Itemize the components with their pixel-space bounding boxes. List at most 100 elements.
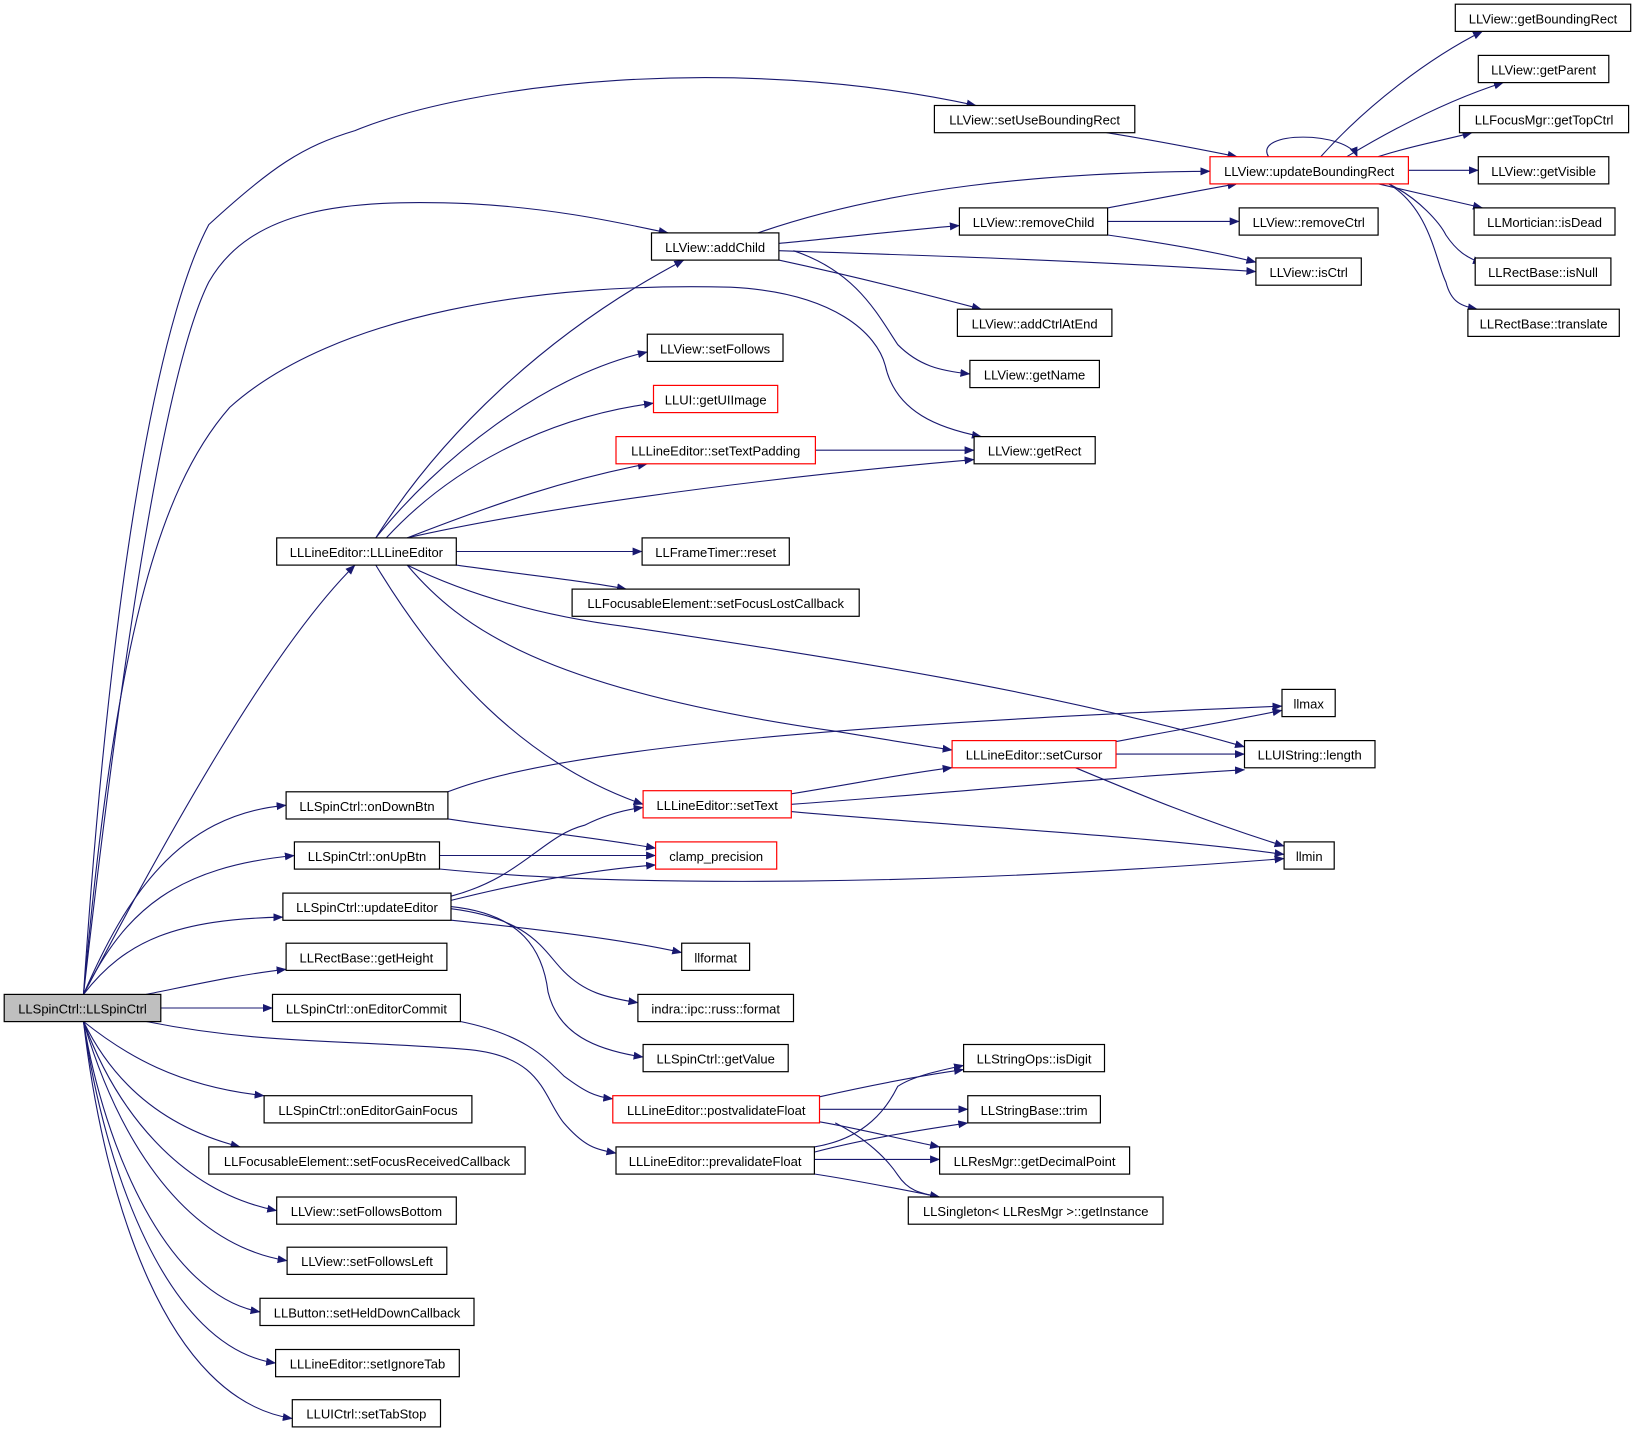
node-getValue[interactable]: LLSpinCtrl::getValue [642, 1043, 789, 1073]
node-label: LLResMgr::getDecimalPoint [954, 1154, 1116, 1169]
node-getBoundingRect[interactable]: LLView::getBoundingRect [1454, 3, 1632, 33]
node-onEditorGainFocus[interactable]: LLSpinCtrl::onEditorGainFocus [263, 1095, 473, 1124]
node-translate[interactable]: LLRectBase::translate [1467, 308, 1620, 338]
edge-updateEditor-to-getValue [450, 906, 644, 1060]
node-box [938, 1146, 1131, 1175]
node-addChild[interactable]: LLView::addChild [650, 232, 780, 261]
node-postvalidateFloat[interactable]: LLLineEditor::postvalidateFloat [612, 1095, 821, 1124]
node-isNull[interactable]: LLRectBase::isNull [1474, 257, 1612, 286]
node-label: LLButton::setHeldDownCallback [274, 1305, 461, 1320]
edge-updateEditor-to-setText [450, 804, 644, 897]
edge-updateBoundingRect-to-getTopCtrl [1377, 131, 1473, 158]
edge-addChild-to-updateBoundingRect [757, 167, 1211, 234]
node-label: LLStringBase::trim [981, 1103, 1088, 1118]
node-clampPrecision[interactable]: clamp_precision [654, 841, 778, 870]
node-box [3, 993, 162, 1023]
edge-addChild-to-removeChild [778, 222, 960, 244]
node-isCtrl[interactable]: LLView::isCtrl [1255, 257, 1362, 286]
node-label: LLFocusableElement::setFocusReceivedCall… [224, 1154, 511, 1169]
node-setText[interactable]: LLLineEditor::setText [642, 790, 792, 819]
node-trim[interactable]: LLStringBase::trim [967, 1095, 1101, 1124]
node-setFocusLostCallback[interactable]: LLFocusableElement::setFocusLostCallback [571, 588, 860, 617]
edge-updateEditor-to-clampPrecision [450, 861, 657, 901]
node-getParent[interactable]: LLView::getParent [1477, 54, 1610, 84]
edge-root-to-setTabStop [82, 1021, 293, 1422]
node-prevalidateFloat[interactable]: LLLineEditor::prevalidateFloat [615, 1146, 815, 1175]
node-getName[interactable]: LLView::getName [969, 359, 1101, 389]
node-setCursor[interactable]: LLLineEditor::setCursor [951, 739, 1117, 769]
node-getTopCtrl[interactable]: LLFocusMgr::getTopCtrl [1458, 104, 1630, 134]
node-box [285, 791, 449, 820]
node-label: LLView::removeChild [973, 215, 1095, 230]
node-getUIImage[interactable]: LLUI::getUIImage [652, 384, 779, 414]
node-onEditorCommit[interactable]: LLSpinCtrl::onEditorCommit [271, 993, 461, 1023]
node-getHeight[interactable]: LLRectBase::getHeight [285, 942, 448, 972]
edge-postvalidateFloat-to-getInstance [834, 1122, 941, 1200]
node-addCtrlAtEnd[interactable]: LLView::addCtrlAtEnd [956, 308, 1113, 338]
node-box [275, 1348, 460, 1378]
node-box [1467, 308, 1620, 338]
node-getInstance[interactable]: LLSingleton< LLResMgr >::getInstance [907, 1196, 1164, 1225]
node-isDead[interactable]: LLMortician::isDead [1473, 207, 1616, 236]
edge-lineEditorCtor-to-getUIImage [385, 400, 654, 539]
node-russFormat[interactable]: indra::ipc::russ::format [637, 993, 795, 1023]
node-removeCtrl[interactable]: LLView::removeCtrl [1238, 207, 1379, 236]
node-label: LLUI::getUIImage [665, 393, 767, 408]
node-box [1473, 207, 1616, 236]
node-label: LLSpinCtrl::LLSpinCtrl [18, 1002, 147, 1017]
node-llmax[interactable]: llmax [1281, 688, 1336, 718]
edges-layer [82, 30, 1504, 1422]
node-lineEditorCtor[interactable]: LLLineEditor::LLLineEditor [276, 537, 457, 566]
edge-lineEditorCtor-to-setText [375, 564, 644, 805]
node-setFocusReceivedCallback[interactable]: LLFocusableElement::setFocusReceivedCall… [208, 1146, 526, 1175]
edge-updateBoundingRect-to-getBoundingRect [1320, 30, 1483, 158]
node-label: LLSpinCtrl::onEditorGainFocus [278, 1103, 458, 1118]
node-updateEditor[interactable]: LLSpinCtrl::updateEditor [282, 892, 452, 921]
node-box [291, 1399, 442, 1428]
node-label: LLSpinCtrl::onDownBtn [299, 799, 434, 814]
node-setUseBoundingRect[interactable]: LLView::setUseBoundingRect [933, 104, 1136, 134]
edge-updateBoundingRect-to-updateBoundingRect [1266, 136, 1358, 158]
node-frameTimerReset[interactable]: LLFrameTimer::reset [641, 537, 790, 566]
node-setHeldDownCallback[interactable]: LLButton::setHeldDownCallback [259, 1297, 475, 1327]
edge-removeChild-to-isCtrl [1107, 234, 1257, 264]
edge-root-to-setUseBoundingRect [82, 77, 977, 995]
node-setFollows[interactable]: LLView::setFollows [646, 333, 784, 363]
edge-root-to-prevalidateFloat [146, 1020, 617, 1156]
node-box [571, 588, 860, 617]
node-onUpBtn[interactable]: LLSpinCtrl::onUpBtn [293, 841, 441, 870]
node-label: LLView::addCtrlAtEnd [972, 316, 1098, 331]
node-onDownBtn[interactable]: LLSpinCtrl::onDownBtn [285, 791, 449, 820]
node-label: LLMortician::isDead [1487, 215, 1602, 230]
node-label: LLSingleton< LLResMgr >::getInstance [923, 1204, 1148, 1219]
node-removeChild[interactable]: LLView::removeChild [958, 207, 1109, 236]
node-updateBoundingRect[interactable]: LLView::updateBoundingRect [1209, 156, 1409, 185]
edge-updateBoundingRect-to-isNull [1388, 183, 1483, 265]
edge-prevalidateFloat-to-isDigit [814, 1063, 965, 1148]
node-label: LLFocusMgr::getTopCtrl [1475, 113, 1614, 128]
edge-onEditorCommit-to-postvalidateFloat [460, 1020, 614, 1102]
node-label: LLView::updateBoundingRect [1224, 164, 1394, 179]
node-uistringLength[interactable]: LLUIString::length [1243, 739, 1376, 769]
node-isDigit[interactable]: LLStringOps::isDigit [962, 1043, 1106, 1073]
node-setFollowsBottom[interactable]: LLView::setFollowsBottom [276, 1196, 457, 1225]
node-setTextPadding[interactable]: LLLineEditor::setTextPadding [615, 436, 816, 465]
node-setFollowsLeft[interactable]: LLView::setFollowsLeft [286, 1246, 448, 1275]
node-label: indra::ipc::russ::format [651, 1002, 780, 1017]
edge-root-to-getRect [82, 286, 982, 995]
edge-updateEditor-to-llformat [450, 919, 683, 955]
node-box [1477, 156, 1610, 185]
node-setIgnoreTab[interactable]: LLLineEditor::setIgnoreTab [275, 1348, 460, 1378]
node-box [951, 739, 1117, 769]
node-getVisible[interactable]: LLView::getVisible [1477, 156, 1610, 185]
node-box [967, 1095, 1101, 1124]
node-label: LLUIString::length [1258, 748, 1362, 763]
node-setTabStop[interactable]: LLUICtrl::setTabStop [291, 1399, 442, 1428]
node-getDecimalPoint[interactable]: LLResMgr::getDecimalPoint [938, 1146, 1131, 1175]
node-root[interactable]: LLSpinCtrl::LLSpinCtrl [3, 993, 162, 1023]
node-getRect[interactable]: LLView::getRect [973, 436, 1096, 465]
node-llmin[interactable]: llmin [1283, 841, 1335, 870]
node-label: LLLineEditor::setCursor [966, 748, 1103, 763]
node-llformat[interactable]: llformat [681, 942, 751, 972]
